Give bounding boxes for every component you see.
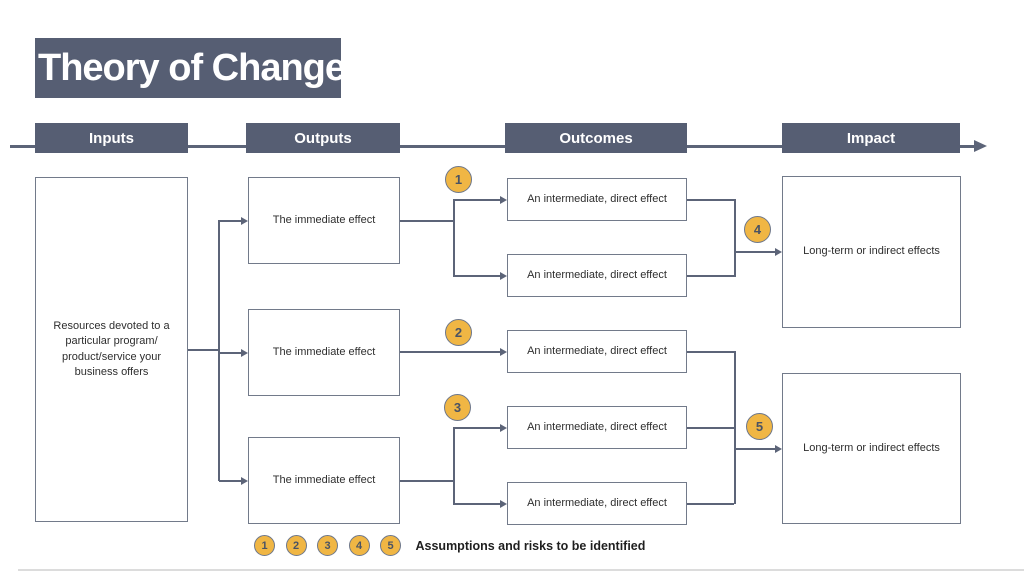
outcome-box-5: An intermediate, direct effect [507, 482, 687, 525]
output-box-label: The immediate effect [272, 345, 376, 358]
output-box-label: The immediate effect [272, 473, 376, 486]
connector-line [453, 427, 455, 504]
connector-line [188, 349, 219, 351]
impact-box-1: Long-term or indirect effects [782, 176, 961, 328]
connector-line [687, 503, 734, 505]
outcome-box-3: An intermediate, direct effect [507, 330, 687, 373]
impact-box-label: Long-term or indirect effects [803, 245, 940, 258]
legend-marker-3: 3 [317, 535, 338, 556]
connector-line [453, 199, 500, 201]
impact-box-label: Long-term or indirect effects [803, 441, 940, 454]
arrowhead-icon [775, 445, 782, 453]
assumption-marker-4: 4 [744, 216, 771, 243]
legend-marker-4: 4 [348, 535, 370, 556]
connector-line [453, 427, 500, 429]
arrowhead-icon [241, 349, 248, 357]
column-header-outcomes: Outcomes [505, 123, 687, 153]
impact-box-2: Long-term or indirect effects [782, 373, 961, 524]
page-title: Theory of Change [35, 38, 346, 98]
arrowhead-icon [500, 500, 507, 508]
outcome-box-2: An intermediate, direct effect [507, 254, 687, 297]
legend-marker-5: 5 [380, 535, 401, 556]
input-box-label: Resources devoted to a particular progra… [53, 319, 170, 378]
connector-line [687, 275, 735, 277]
output-box-label: The immediate effect [272, 213, 376, 226]
arrowhead-icon [500, 196, 507, 204]
connector-line [400, 351, 500, 353]
connector-line [734, 448, 775, 450]
outcome-box-label: An intermediate, direct effect [527, 268, 667, 281]
connector-line [453, 199, 455, 277]
outcome-box-label: An intermediate, direct effect [527, 420, 667, 433]
outcome-box-4: An intermediate, direct effect [507, 406, 687, 449]
connector-line [219, 480, 241, 482]
connector-line [218, 220, 220, 481]
arrowhead-icon [241, 217, 248, 225]
legend: 1 2 3 4 5 Assumptions and risks to be id… [254, 535, 645, 556]
outcome-box-label: An intermediate, direct effect [527, 344, 667, 357]
legend-label: Assumptions and risks to be identified [415, 538, 646, 553]
output-box-2: The immediate effect [248, 309, 400, 396]
assumption-marker-1: 1 [445, 166, 472, 193]
input-box: Resources devoted to a particular progra… [35, 177, 188, 522]
assumption-marker-5: 5 [746, 413, 773, 440]
page-bottom-divider [18, 569, 1024, 571]
arrowhead-icon [241, 477, 248, 485]
legend-marker-1: 1 [254, 535, 275, 556]
arrowhead-icon [500, 424, 507, 432]
connector-line [219, 352, 241, 354]
connector-line [734, 199, 736, 277]
output-box-3: The immediate effect [248, 437, 400, 524]
arrowhead-icon [500, 348, 507, 356]
column-header-inputs: Inputs [35, 123, 188, 153]
arrowhead-icon [500, 272, 507, 280]
connector-line [734, 251, 775, 253]
outcome-box-1: An intermediate, direct effect [507, 178, 687, 221]
flow-axis-line [10, 145, 976, 148]
connector-line [400, 220, 454, 222]
connector-line [453, 275, 500, 277]
connector-line [687, 351, 734, 353]
connector-line [453, 503, 500, 505]
connector-line [687, 427, 734, 429]
flow-axis-arrowhead-icon [974, 140, 987, 152]
assumption-marker-3: 3 [444, 394, 471, 421]
column-header-impact: Impact [782, 123, 960, 153]
outcome-box-label: An intermediate, direct effect [527, 496, 667, 509]
connector-line [687, 199, 735, 201]
legend-marker-2: 2 [285, 535, 307, 556]
output-box-1: The immediate effect [248, 177, 400, 264]
connector-line [400, 480, 454, 482]
connector-line [219, 220, 241, 222]
assumption-marker-2: 2 [445, 319, 472, 346]
outcome-box-label: An intermediate, direct effect [527, 192, 667, 205]
column-header-outputs: Outputs [246, 123, 400, 153]
connector-line [734, 351, 736, 504]
arrowhead-icon [775, 248, 782, 256]
